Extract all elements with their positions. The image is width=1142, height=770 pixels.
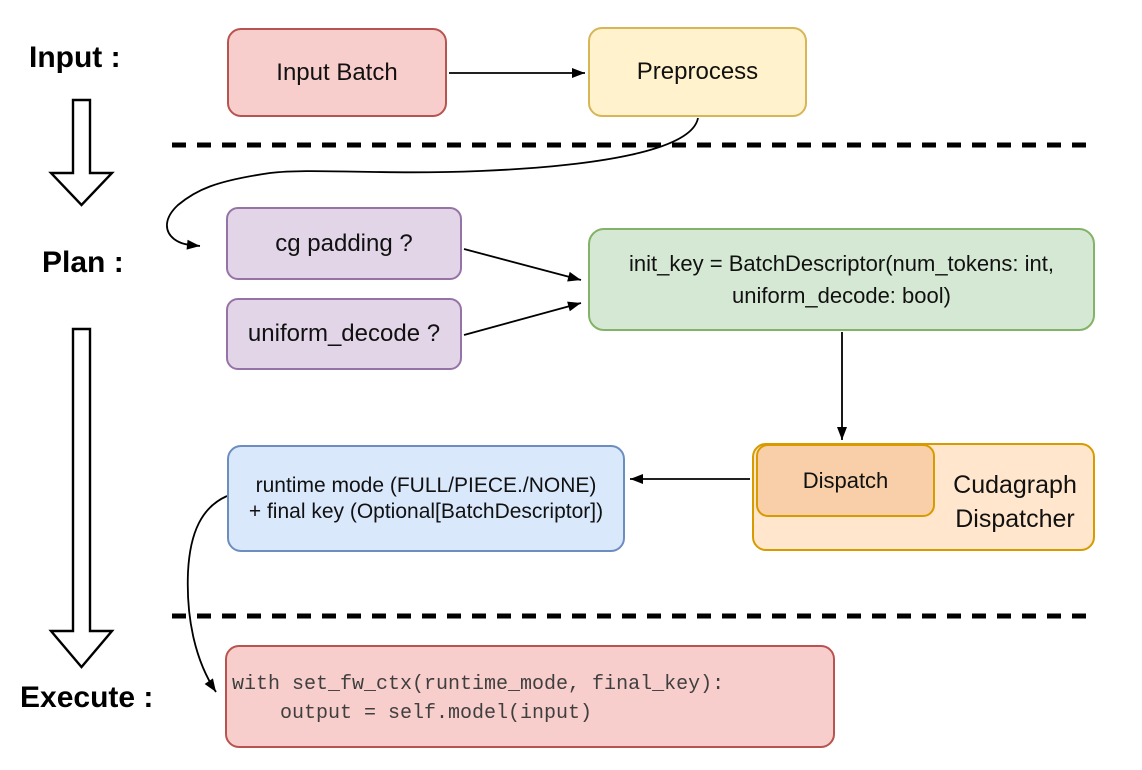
stage-label-execute: Execute : (20, 681, 154, 714)
stage-flow-arrow-input-plan-icon (48, 98, 115, 207)
node-init-key: init_key = BatchDescriptor(num_tokens: i… (588, 228, 1095, 331)
node-dispatch-label: Dispatch (802, 467, 889, 493)
node-init-key-line1: init_key = BatchDescriptor(num_tokens: i… (629, 250, 1054, 276)
stage-label-plan: Plan : (42, 246, 124, 279)
stage-label-input: Input : (29, 41, 121, 74)
node-init-key-line2: uniform_decode: bool) (732, 282, 951, 308)
arrow-preprocess-to-cgpadding (166, 117, 699, 250)
node-cudagraph-dispatcher-line2: Dispatcher (955, 505, 1075, 533)
node-input-batch-label: Input Batch (276, 58, 398, 86)
arrow-cgpadding-to-initkey (463, 248, 582, 282)
arrow-uniformdecode-to-initkey (463, 301, 582, 336)
node-cg-padding: cg padding ? (226, 207, 462, 280)
node-cudagraph-dispatcher-line1: Cudagraph (953, 471, 1077, 499)
node-preprocess-label: Preprocess (636, 58, 759, 85)
node-uniform-decode-label: uniform_decode ? (247, 320, 441, 347)
node-input-batch: Input Batch (227, 28, 447, 117)
stage-flow-arrow-plan-execute-icon (48, 327, 115, 669)
node-runtime-mode-line2: + final key (Optional[BatchDescriptor]) (248, 499, 604, 523)
node-execute-code-line2: output = self.model(input) (232, 701, 593, 725)
arrow-runtimemode-to-executecode (186, 495, 228, 693)
node-preprocess: Preprocess (588, 27, 807, 117)
node-dispatch: Dispatch (756, 444, 935, 517)
node-cg-padding-label: cg padding ? (275, 229, 413, 257)
node-runtime-mode-line1: runtime mode (FULL/PIECE./NONE) (255, 473, 597, 497)
node-uniform-decode: uniform_decode ? (226, 298, 462, 370)
node-execute-code: with set_fw_ctx(runtime_mode, final_key)… (225, 645, 835, 748)
node-execute-code-line1: with set_fw_ctx(runtime_mode, final_key)… (232, 672, 725, 696)
node-runtime-mode: runtime mode (FULL/PIECE./NONE) + final … (227, 445, 625, 552)
node-cudagraph-dispatcher-title: Cudagraph Dispatcher (935, 445, 1095, 553)
node-cudagraph-dispatcher: Dispatch Cudagraph Dispatcher (752, 443, 1095, 551)
